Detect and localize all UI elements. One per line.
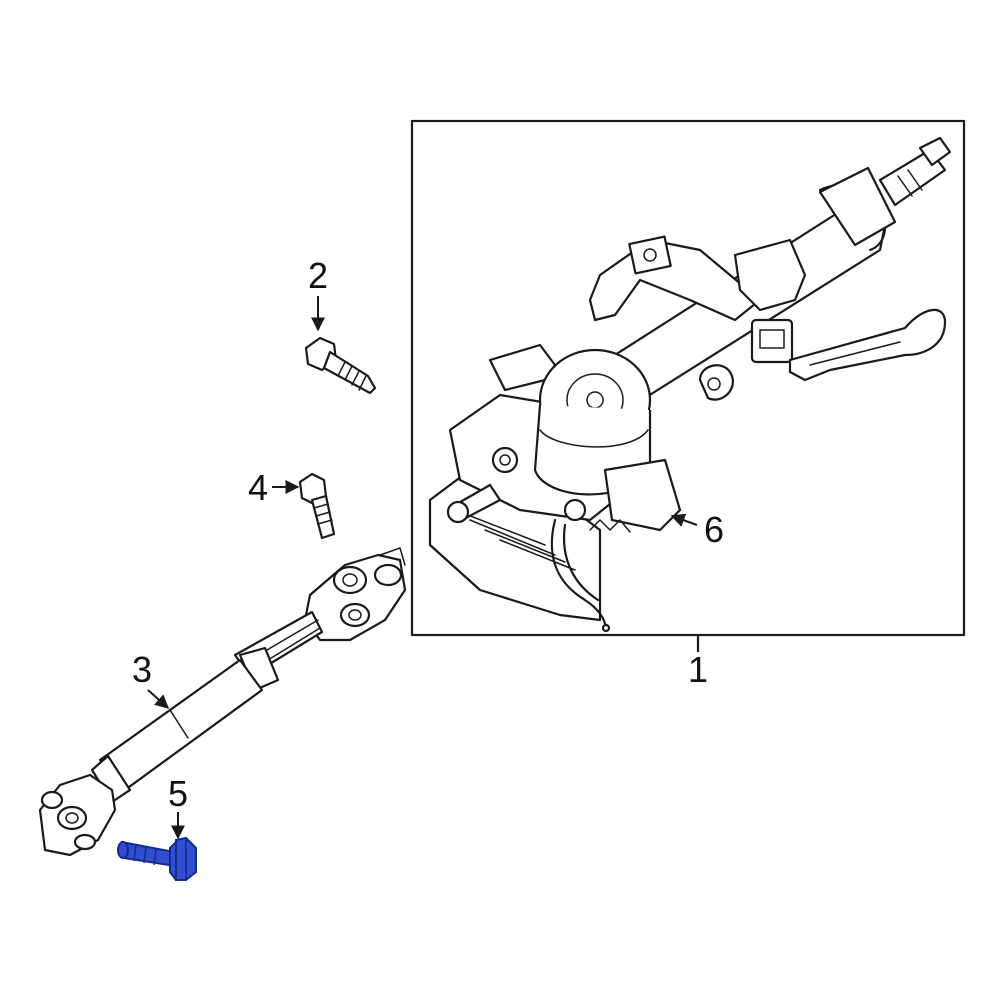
callout-4: 4 (248, 467, 268, 508)
callout-1: 1 (688, 649, 708, 690)
bolt-part-2[interactable] (304, 336, 377, 395)
assembly-frame (410, 119, 966, 637)
callout-2: 2 (308, 255, 328, 296)
intermediate-shaft-part-3[interactable] (38, 547, 407, 857)
callout-6: 6 (704, 509, 724, 550)
steering-column-assembly[interactable] (428, 136, 952, 633)
callout-3-leader (147, 689, 170, 709)
callout-3: 3 (132, 649, 152, 690)
callout-6-leader (670, 513, 698, 527)
bolt-part-4[interactable] (298, 472, 336, 540)
callout-5: 5 (168, 773, 188, 814)
bolt-part-5-highlighted[interactable] (117, 836, 197, 882)
